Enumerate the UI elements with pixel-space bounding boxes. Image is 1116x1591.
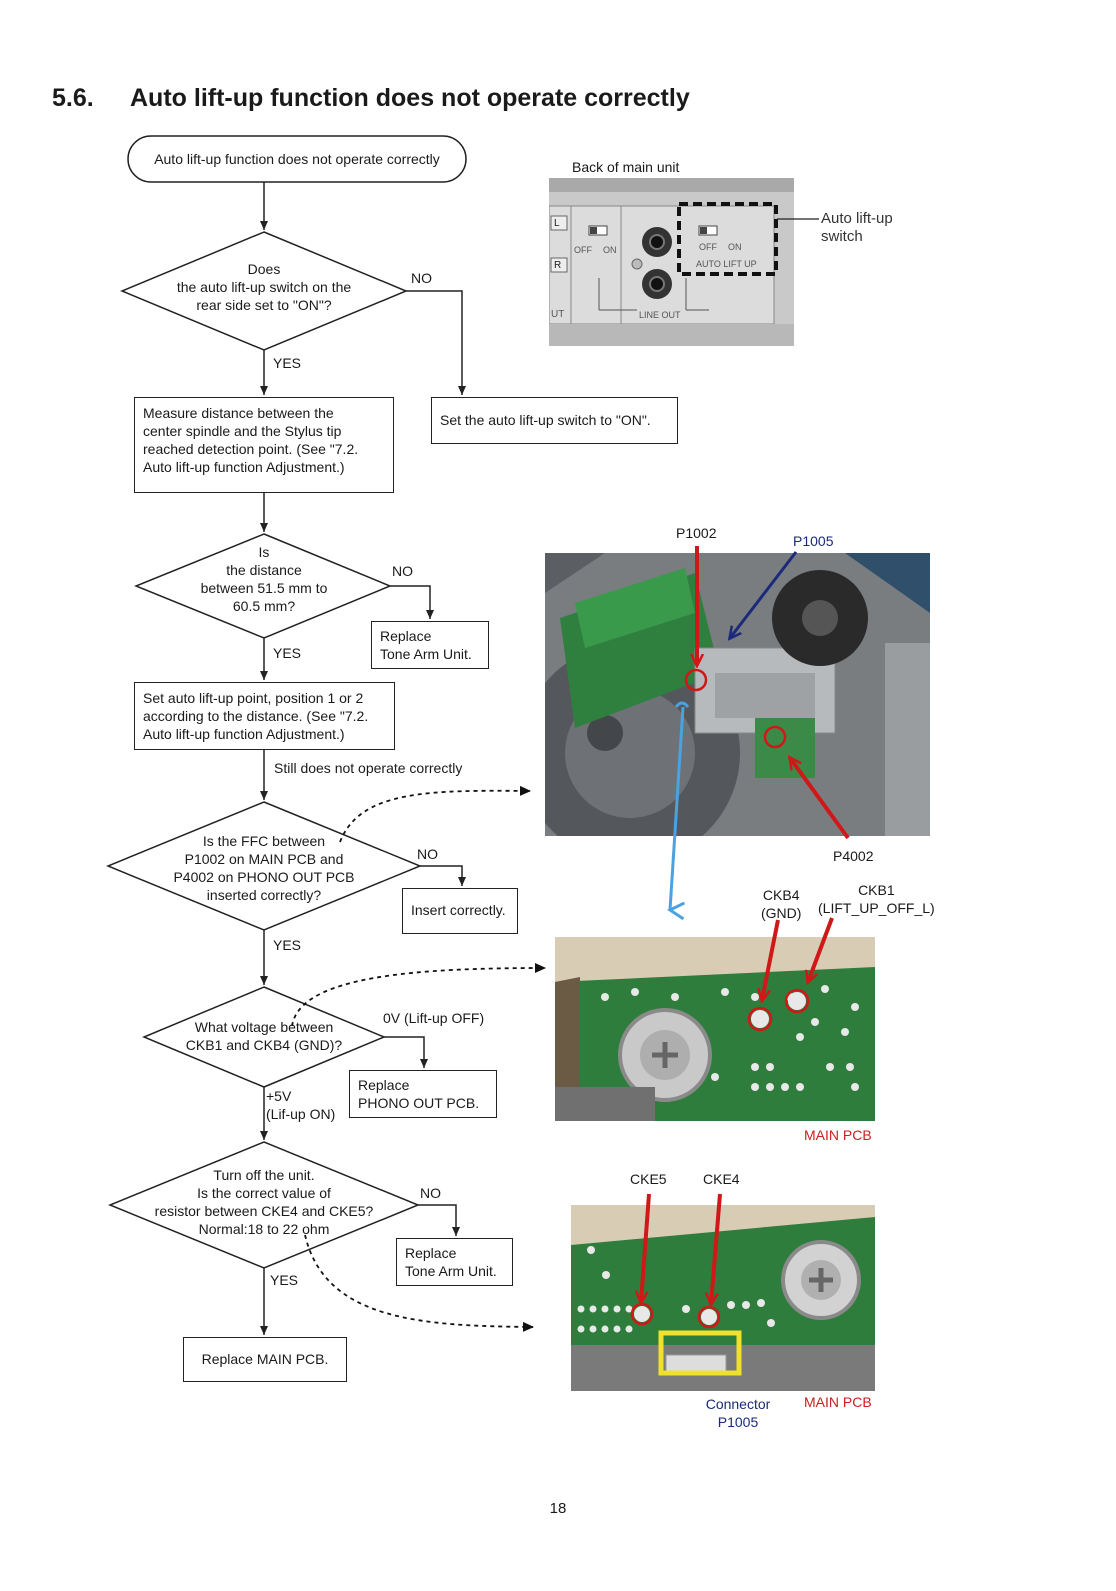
page-number: 18 bbox=[549, 1500, 567, 1517]
p1002-label: P1002 bbox=[676, 525, 717, 541]
decision3-yes-label: YES bbox=[273, 937, 302, 953]
back-unit-l-label: L bbox=[554, 218, 560, 229]
decision1-yes-label: YES bbox=[273, 355, 302, 371]
switch1-off-label: OFF bbox=[574, 245, 592, 255]
section-title: Auto lift-up function does not operate c… bbox=[130, 84, 690, 112]
decision5-text: Turn off the unit. Is the correct value … bbox=[154, 1167, 374, 1237]
start-label: Auto lift-up function does not operate c… bbox=[154, 151, 440, 167]
replace-tonearm-box-1: Replace Tone Arm Unit. bbox=[371, 621, 489, 669]
switch1-on-label: ON bbox=[603, 245, 617, 255]
decision2-yes-label: YES bbox=[273, 645, 302, 661]
decision4-off-label: 0V (Lift-up OFF) bbox=[383, 1010, 485, 1026]
decision2-text: Is the distance between 51.5 mm to 60.5 … bbox=[200, 544, 328, 614]
measure-distance-box: Measure distance between the center spin… bbox=[134, 397, 394, 493]
main-pcb-label-2: MAIN PCB bbox=[804, 1394, 872, 1410]
replace-tonearm-box-2: Replace Tone Arm Unit. bbox=[396, 1238, 513, 1286]
back-unit-caption: Back of main unit bbox=[572, 159, 680, 175]
set-liftup-point-box: Set auto lift-up point, position 1 or 2 … bbox=[134, 682, 395, 750]
decision4-text: What voltage between CKB1 and CKB4 (GND)… bbox=[185, 1019, 343, 1053]
p4002-label: P4002 bbox=[833, 848, 874, 864]
section-heading: 5.6. Auto lift-up function does not opera… bbox=[52, 84, 690, 113]
main-pcb-cke-photo bbox=[571, 1205, 875, 1391]
back-unit-drawing bbox=[549, 178, 794, 346]
section-number: 5.6. bbox=[52, 84, 94, 112]
main-pcb-cke-drawing bbox=[571, 1205, 875, 1391]
decision5-no-label: NO bbox=[420, 1185, 441, 1201]
set-switch-box: Set the auto lift-up switch to "ON". bbox=[431, 397, 678, 444]
back-unit-r-label: R bbox=[554, 260, 562, 271]
decision5-yes-label: YES bbox=[270, 1272, 299, 1288]
turntable-interior-photo bbox=[545, 553, 930, 836]
decision3-no-label: NO bbox=[417, 846, 438, 862]
p1005-label: P1005 bbox=[793, 533, 834, 549]
main-pcb-ckb-drawing bbox=[555, 937, 875, 1121]
insert-correctly-box: Insert correctly. bbox=[402, 888, 518, 934]
start-terminal-shape bbox=[127, 135, 467, 183]
cke4-label: CKE4 bbox=[703, 1171, 740, 1187]
ckb1-label: CKB1 (LIFT_UP_OFF_L) bbox=[818, 882, 935, 916]
decision1-no-label: NO bbox=[411, 270, 432, 286]
back-of-main-unit-image: L R UT OFF ON OFF ON AUTO LIFT UP LINE O… bbox=[549, 178, 794, 346]
main-pcb-ckb-photo bbox=[555, 937, 875, 1121]
main-pcb-label-1: MAIN PCB bbox=[804, 1127, 872, 1143]
decision4-on-label: +5V (Lif-up ON) bbox=[266, 1088, 336, 1122]
auto-lift-up-panel-label: AUTO LIFT UP bbox=[696, 259, 757, 269]
switch2-off-label: OFF bbox=[699, 242, 717, 252]
decision1-text: Does the auto lift-up switch on the rear… bbox=[176, 261, 352, 313]
switch2-on-label: ON bbox=[728, 242, 742, 252]
turntable-interior-drawing bbox=[545, 553, 930, 836]
still-not-operate-label: Still does not operate correctly bbox=[274, 760, 463, 776]
replace-phono-box: Replace PHONO OUT PCB. bbox=[349, 1070, 497, 1118]
connector-p1005-label: Connector P1005 bbox=[705, 1396, 771, 1430]
decision3-text: Is the FFC between P1002 on MAIN PCB and… bbox=[173, 833, 355, 903]
line-out-panel-label: LINE OUT bbox=[639, 310, 681, 320]
ckb4-label: CKB4 (GND) bbox=[761, 887, 802, 921]
back-unit-out-label: UT bbox=[551, 309, 565, 320]
replace-main-pcb-box: Replace MAIN PCB. bbox=[183, 1337, 347, 1382]
decision2-no-label: NO bbox=[392, 563, 413, 579]
cke5-label: CKE5 bbox=[630, 1171, 667, 1187]
auto-liftup-switch-label: Auto lift-up switch bbox=[821, 210, 893, 245]
